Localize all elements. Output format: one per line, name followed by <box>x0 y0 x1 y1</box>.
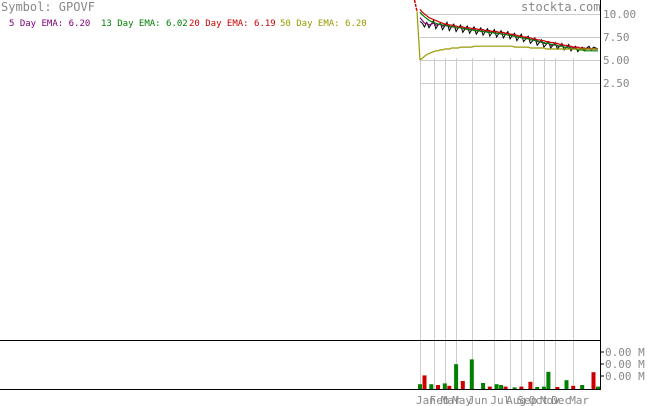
symbol-label: Symbol: GPOVF <box>1 0 95 14</box>
x-tick-label: Jun <box>468 394 488 406</box>
volume-bars <box>418 359 600 389</box>
x-tick-label: Aug <box>506 394 526 406</box>
legend-ema5: 5 Day EMA: 6.20 <box>9 19 91 29</box>
ema20-entry-line <box>413 0 418 12</box>
x-tick-label: Nov <box>540 394 560 406</box>
chart-frame <box>0 0 601 390</box>
volume-bar <box>535 387 540 389</box>
y-tick-label: 7.50 <box>603 31 630 44</box>
volume-bar <box>494 384 499 389</box>
price-series <box>413 0 599 61</box>
volume-bar <box>519 386 524 389</box>
volume-bar <box>503 386 508 389</box>
volume-bar <box>546 371 551 389</box>
legend-ema13: 13 Day EMA: 6.02 <box>101 19 188 29</box>
x-tick-label: Jul <box>490 394 510 406</box>
volume-bar <box>512 387 517 389</box>
volume-bar <box>596 386 600 389</box>
y-axis-ticks: 12.5010.007.505.002.50 <box>603 8 636 90</box>
x-tick-label: Jan <box>416 394 436 406</box>
volume-bar <box>555 387 560 389</box>
y-tick-label: 5.00 <box>603 54 630 67</box>
x-tick-label: Sep <box>517 394 537 406</box>
volume-bar <box>429 384 434 389</box>
x-tick-label: May <box>452 394 472 406</box>
volume-tick-label: 0.00 M <box>605 370 645 383</box>
volume-bar <box>487 386 492 389</box>
volume-bar <box>591 372 596 389</box>
volume-bar <box>447 385 452 389</box>
volume-axis-ticks: 0.00 M0.00 M0.00 M <box>600 346 645 383</box>
volume-bar <box>422 375 427 389</box>
series-line-ema50 <box>419 45 598 61</box>
series-line-ema20 <box>419 9 598 50</box>
volume-bar <box>436 385 440 389</box>
volume-bar <box>460 381 465 389</box>
x-tick-label: Mar <box>569 394 589 406</box>
volume-bar <box>528 381 533 389</box>
x-tick-label: Feb <box>430 394 450 406</box>
volume-bar <box>580 385 585 389</box>
ema50-entry-line <box>416 11 421 61</box>
volume-bar <box>454 364 459 389</box>
site-label[interactable]: stockta.com <box>521 0 601 14</box>
volume-bar <box>564 380 569 389</box>
series-line-ema13 <box>419 11 598 52</box>
y-tick-label: 10.00 <box>603 8 636 21</box>
volume-bar <box>499 385 504 389</box>
volume-tick-label: 0.00 M <box>605 346 645 359</box>
y-tick-label: 2.50 <box>603 77 630 90</box>
legend-ema50: 50 Day EMA: 6.20 <box>280 19 367 29</box>
volume-bar <box>481 383 486 389</box>
volume-bar <box>541 386 546 389</box>
x-tick-label: Oct <box>529 394 549 406</box>
grid <box>420 14 600 389</box>
x-tick-label: Dec <box>551 394 571 406</box>
volume-bar <box>418 384 422 389</box>
x-tick-label: Mar <box>441 394 461 406</box>
legend-ema20: 20 Day EMA: 6.19 <box>189 19 276 29</box>
volume-bar <box>442 383 447 389</box>
volume-tick-label: 0.00 M <box>605 358 645 371</box>
volume-bar <box>571 385 576 389</box>
volume-bar <box>469 359 474 389</box>
